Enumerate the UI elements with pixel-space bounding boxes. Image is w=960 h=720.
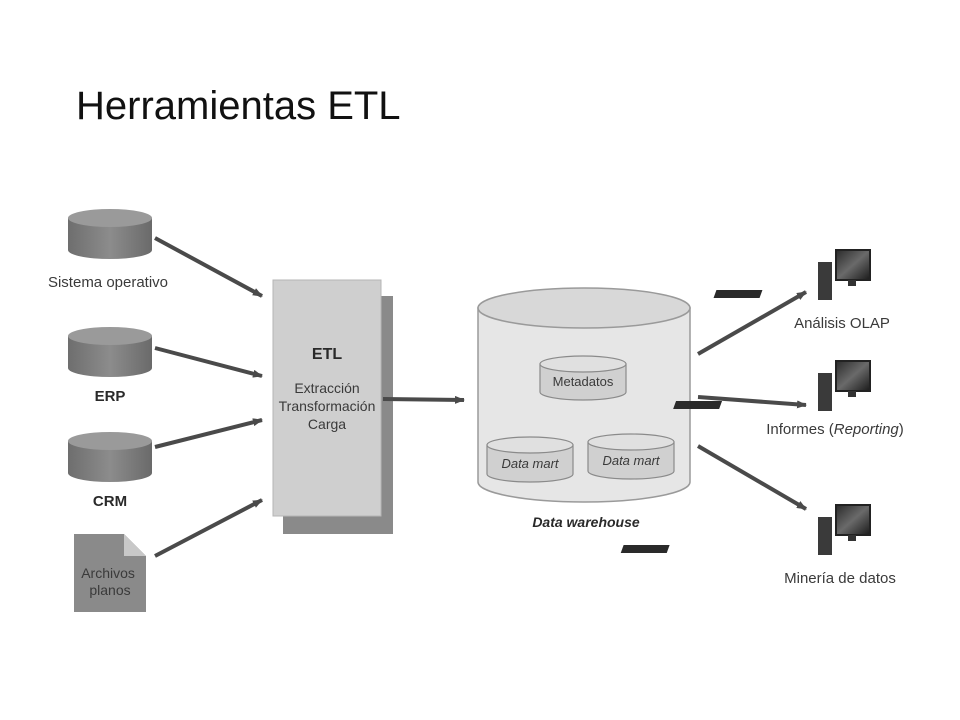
- arrow: [154, 418, 263, 449]
- output-label: Minería de datos: [784, 570, 896, 587]
- database-icon: [68, 327, 152, 377]
- metadata-label: Metadatos: [553, 374, 614, 389]
- source-label: ERP: [95, 388, 126, 405]
- etl-step: Transformación: [279, 398, 376, 414]
- arrows-to-outputs: [696, 290, 808, 511]
- arrow: [154, 236, 263, 298]
- output-label: Análisis OLAP: [794, 315, 890, 332]
- source-sistema-operativo: Sistema operativo: [48, 209, 168, 291]
- page-title: Herramientas ETL: [76, 84, 401, 128]
- arrow: [697, 395, 807, 409]
- arrow-etl-to-warehouse: [382, 395, 465, 404]
- computer-icon: [713, 249, 871, 300]
- metadata-cylinder: Metadatos: [539, 355, 627, 401]
- data-mart-label: Data mart: [602, 453, 660, 468]
- source-crm: CRM: [68, 432, 152, 510]
- source-label: Archivos planos: [81, 565, 139, 598]
- etl-step: Extracción: [294, 380, 359, 396]
- computer-icon: [620, 504, 871, 555]
- database-icon: [68, 209, 152, 259]
- source-label: CRM: [93, 493, 127, 510]
- etl-heading: ETL: [312, 346, 342, 363]
- arrow: [154, 498, 263, 558]
- source-label: Sistema operativo: [48, 274, 168, 291]
- arrow: [697, 290, 807, 356]
- output-olap: Análisis OLAP: [713, 249, 890, 332]
- source-archivos-planos: Archivos planos: [74, 534, 146, 612]
- data-mart-label: Data mart: [501, 456, 559, 471]
- file-icon: [74, 534, 146, 612]
- data-warehouse: Metadatos Data mart Data mart Data wareh…: [477, 287, 691, 530]
- data-mart-cylinder: Data mart: [486, 436, 574, 483]
- source-erp: ERP: [68, 327, 152, 405]
- output-mineria: Minería de datos: [620, 504, 896, 587]
- etl-step: Carga: [308, 416, 346, 432]
- arrow: [154, 346, 263, 378]
- arrow: [696, 444, 808, 511]
- arrows-to-etl: [154, 236, 263, 558]
- etl-box: ETL Extracción Transformación Carga: [272, 279, 393, 534]
- database-icon: [68, 432, 152, 482]
- computer-icon: [673, 360, 871, 411]
- data-mart-cylinder: Data mart: [587, 433, 675, 480]
- warehouse-label: Data warehouse: [532, 514, 640, 530]
- output-reporting: Informes (Reporting): [673, 360, 904, 438]
- output-label: Informes (Reporting): [766, 421, 904, 438]
